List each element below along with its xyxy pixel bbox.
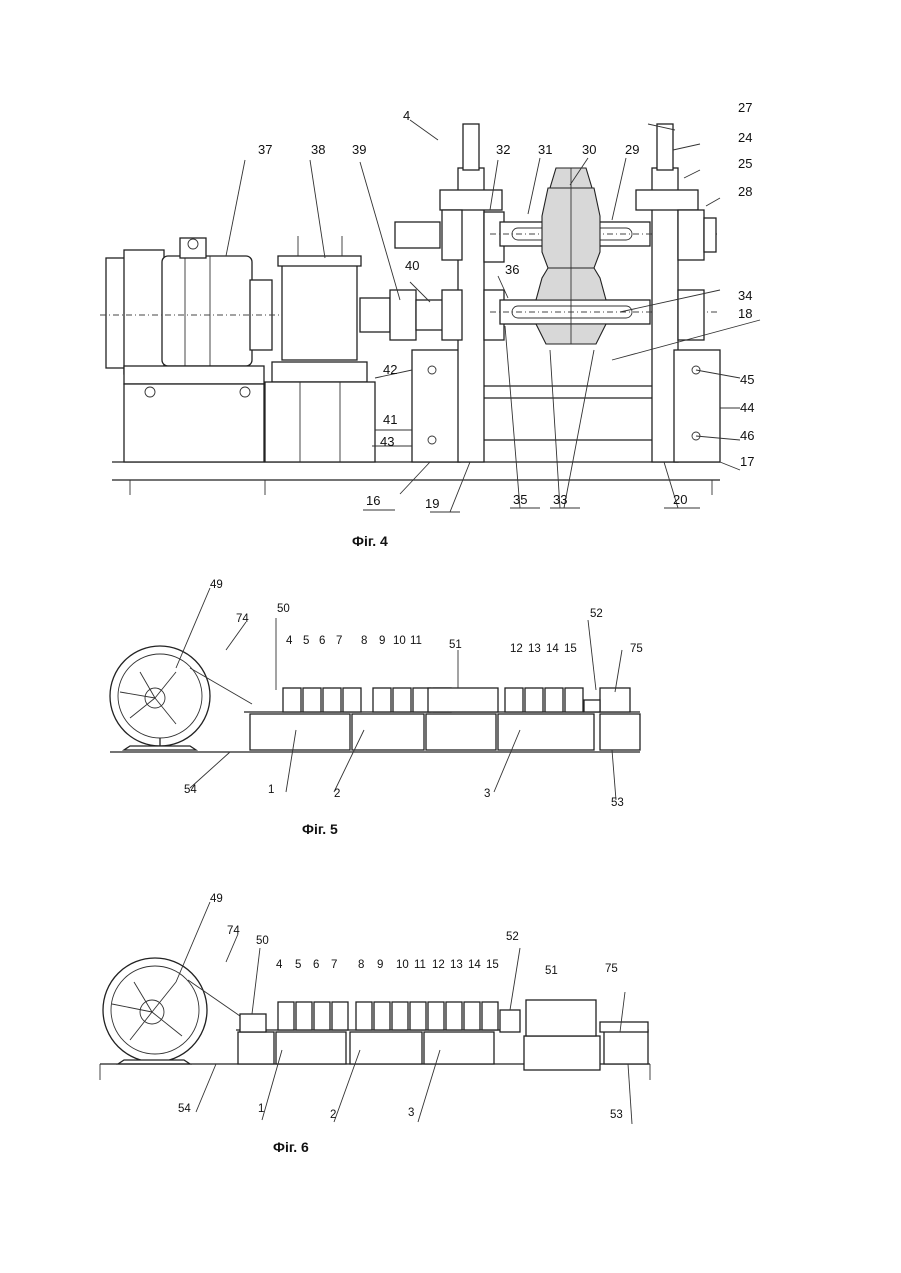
fig4-label-32: 32	[496, 142, 510, 157]
fig5-label-2: 2	[334, 788, 340, 800]
fig5-label-50: 50	[277, 603, 290, 615]
fig5-label-1: 1	[268, 784, 274, 796]
fig5-label-7: 7	[336, 635, 342, 647]
fig6-label-2: 2	[330, 1109, 336, 1121]
fig5-label-9: 9	[379, 635, 385, 647]
fig5-label-6: 6	[319, 635, 325, 647]
fig6-label-75: 75	[605, 963, 618, 975]
fig4-label-37: 37	[258, 142, 272, 157]
fig5-label-15: 15	[564, 643, 577, 655]
fig6-label-53: 53	[610, 1109, 623, 1121]
fig4-label-30: 30	[582, 142, 596, 157]
fig6-label-11: 11	[414, 959, 426, 971]
fig5-label-14: 14	[546, 643, 559, 655]
fig6-label-51: 51	[545, 965, 558, 977]
fig4-label-38: 38	[311, 142, 325, 157]
fig6-label-9: 9	[377, 959, 383, 971]
fig6-label-12: 12	[432, 959, 445, 971]
fig6-label-7: 7	[331, 959, 337, 971]
fig4-label-25: 25	[738, 156, 752, 171]
fig4-caption: Фіг. 4	[352, 533, 388, 549]
fig4-label-39: 39	[352, 142, 366, 157]
fig5-label-74: 74	[236, 613, 249, 625]
fig4-label-36: 36	[505, 262, 519, 277]
fig6-label-52: 52	[506, 931, 519, 943]
fig4-label-27: 27	[738, 100, 752, 115]
fig5-label-49: 49	[210, 579, 223, 591]
fig4-label-40: 40	[405, 258, 419, 273]
fig6-label-50: 50	[256, 935, 269, 947]
fig5-label-11: 11	[410, 635, 422, 647]
fig6-label-8: 8	[358, 959, 364, 971]
fig5-label-52: 52	[590, 608, 603, 620]
fig6-label-54: 54	[178, 1103, 191, 1115]
fig4-label-28: 28	[738, 184, 752, 199]
fig4-label-43: 43	[380, 434, 394, 449]
fig6-label-1: 1	[258, 1103, 264, 1115]
fig4-label-42: 42	[383, 362, 397, 377]
fig6-label-74: 74	[227, 925, 240, 937]
fig4-label-34: 34	[738, 288, 752, 303]
fig6-label-3: 3	[408, 1107, 414, 1119]
fig5-label-5: 5	[303, 635, 309, 647]
fig5-label-8: 8	[361, 635, 367, 647]
fig4-label-44: 44	[740, 400, 754, 415]
fig6-label-14: 14	[468, 959, 481, 971]
figure-6	[100, 902, 650, 1124]
fig5-label-51: 51	[449, 639, 462, 651]
fig4-label-17: 17	[740, 454, 754, 469]
fig4-label-29: 29	[625, 142, 639, 157]
fig5-label-13: 13	[528, 643, 541, 655]
fig4-label-18: 18	[738, 306, 752, 321]
fig6-label-4: 4	[276, 959, 283, 971]
fig5-caption: Фіг. 5	[302, 821, 338, 837]
fig6-label-15: 15	[486, 959, 499, 971]
fig4-label-46: 46	[740, 428, 754, 443]
fig4-label-35: 35	[513, 492, 527, 507]
fig5-label-3: 3	[484, 788, 490, 800]
fig6-caption: Фіг. 6	[273, 1139, 309, 1155]
fig4-label-20: 20	[673, 492, 687, 507]
fig5-label-10: 10	[393, 635, 406, 647]
fig4-label-16: 16	[366, 493, 380, 508]
fig5-label-54: 54	[184, 784, 197, 796]
figure-5	[110, 588, 640, 800]
fig6-label-6: 6	[313, 959, 319, 971]
fig4-label-31: 31	[538, 142, 552, 157]
fig5-label-53: 53	[611, 797, 624, 809]
fig5-label-12: 12	[510, 643, 523, 655]
fig6-label-13: 13	[450, 959, 463, 971]
fig6-label-10: 10	[396, 959, 409, 971]
fig6-label-49: 49	[210, 893, 223, 905]
fig5-label-75: 75	[630, 643, 643, 655]
fig5-label-4: 4	[286, 635, 293, 647]
fig4-label-33: 33	[553, 492, 567, 507]
fig4-label-41: 41	[383, 412, 397, 427]
fig4-label-45: 45	[740, 372, 754, 387]
fig6-label-5: 5	[295, 959, 301, 971]
fig4-label-24: 24	[738, 130, 752, 145]
figure-4	[100, 120, 760, 512]
fig4-label-4: 4	[403, 108, 410, 123]
fig4-label-19: 19	[425, 496, 439, 511]
